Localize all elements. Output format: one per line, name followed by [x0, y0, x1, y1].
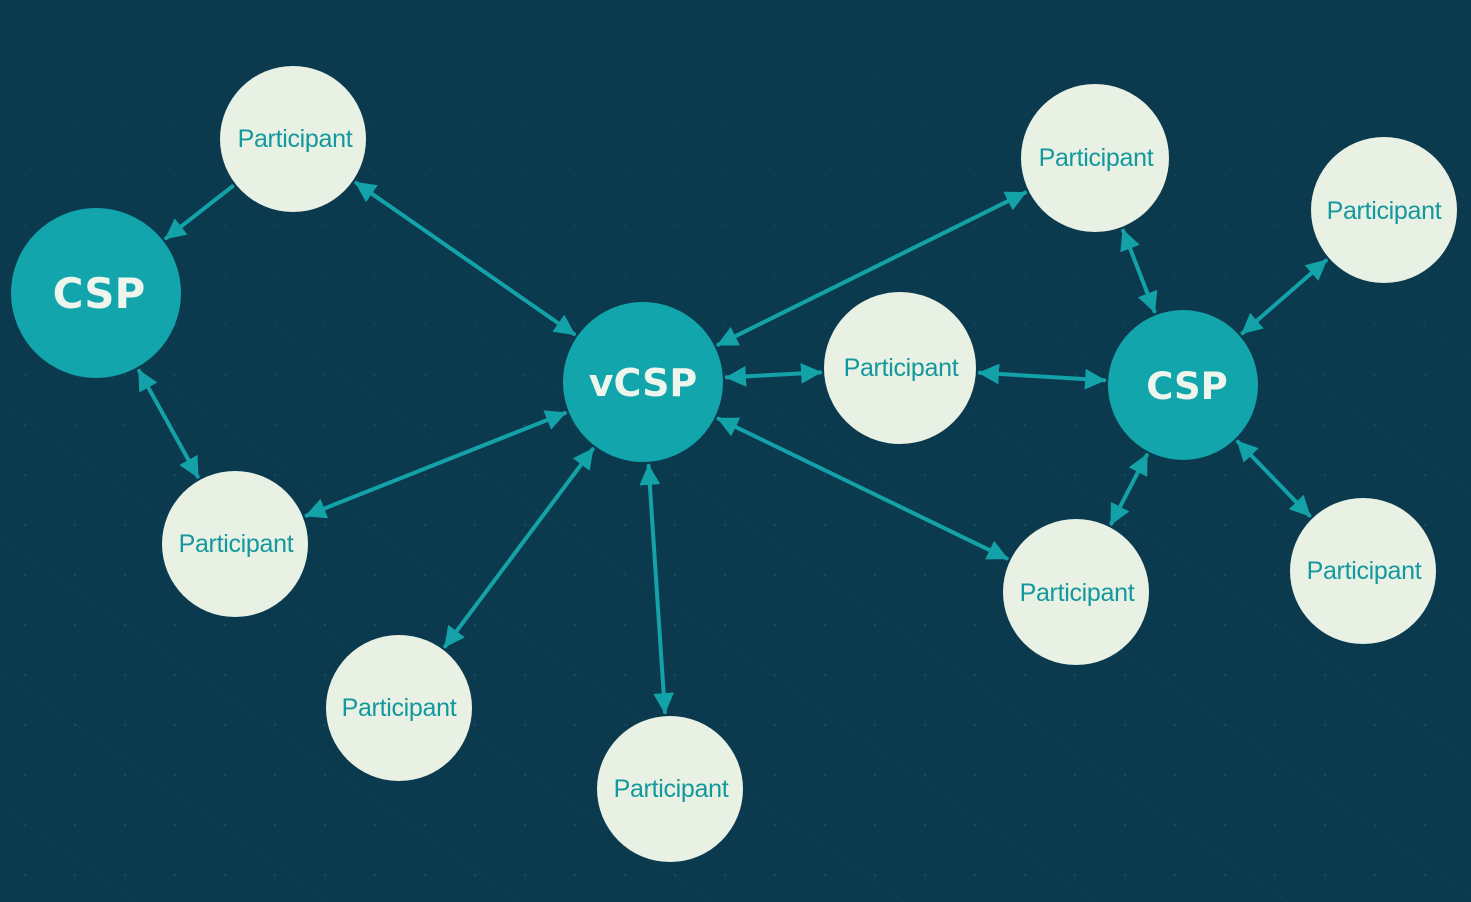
nodes: CSP vCSP CSP Participant Participant Par…: [11, 66, 1457, 862]
participant-top-right-node[interactable]: Participant: [1021, 84, 1169, 232]
edge-vcsp-to-participant-lower-right: [716, 416, 1009, 561]
participant-bottom-center-circle: [597, 716, 743, 862]
participant-far-right-circle: [1311, 137, 1457, 283]
edge-vcsp-to-participant-center: [724, 363, 823, 387]
participant-mid-left-label: Participant: [179, 530, 294, 558]
participant-top-right-label: Participant: [1039, 144, 1154, 172]
edge-participant-top-left-to-vcsp: [354, 180, 576, 337]
participant-bottom-right-label: Participant: [1307, 557, 1422, 585]
vcsp-node[interactable]: vCSP: [563, 302, 723, 462]
participant-bottom-center-label: Participant: [614, 775, 729, 803]
csp-left-circle: [11, 208, 181, 378]
participant-far-right-node[interactable]: Participant: [1311, 137, 1457, 283]
participant-center-circle: [824, 292, 976, 444]
participant-far-right-label: Participant: [1327, 197, 1442, 225]
participant-lower-right-node[interactable]: Participant: [1003, 519, 1149, 665]
participant-center-label: Participant: [844, 354, 959, 382]
csp-left-label: CSP: [53, 269, 146, 318]
edge-participant-top-right-to-csp-right: [1120, 228, 1158, 314]
participant-lower-right-circle: [1003, 519, 1149, 665]
edge-csp-right-to-participant-lower-right: [1109, 453, 1149, 526]
participant-bottom-left-circle: [326, 635, 472, 781]
edge-participant-bottom-center-to-vcsp: [639, 463, 675, 715]
participant-top-left-node[interactable]: Participant: [220, 66, 366, 212]
participant-bottom-left-node[interactable]: Participant: [326, 635, 472, 781]
participant-mid-left-node[interactable]: Participant: [162, 471, 308, 617]
participant-bottom-center-node[interactable]: Participant: [597, 716, 743, 862]
csp-left-node[interactable]: CSP: [11, 208, 181, 378]
csp-right-label: CSP: [1146, 365, 1228, 408]
csp-right-node[interactable]: CSP: [1108, 310, 1258, 460]
edge-participant-center-to-csp-right: [977, 363, 1107, 390]
connections: [137, 180, 1328, 715]
edge-csp-left-to-participant-mid-left: [137, 368, 200, 479]
csp-right-circle: [1108, 310, 1258, 460]
participant-top-left-label: Participant: [238, 125, 353, 153]
participant-mid-left-circle: [162, 471, 308, 617]
edge-vcsp-to-participant-top-right: [716, 190, 1028, 347]
participant-top-left-circle: [220, 66, 366, 212]
participant-bottom-left-label: Participant: [342, 694, 457, 722]
participant-top-right-circle: [1021, 84, 1169, 232]
vcsp-label: vCSP: [589, 361, 698, 405]
edge-participant-far-right-to-csp-right: [1240, 258, 1328, 336]
participant-center-node[interactable]: Participant: [824, 292, 976, 444]
vcsp-circle: [563, 302, 723, 462]
participant-lower-right-label: Participant: [1020, 579, 1135, 607]
edge-participant-mid-left-to-vcsp: [304, 410, 567, 519]
edge-participant-top-left-to-csp-left: [164, 184, 235, 241]
edge-csp-right-to-participant-bottom-right: [1235, 439, 1312, 518]
edge-participant-bottom-left-to-vcsp: [443, 447, 595, 649]
participant-bottom-right-circle: [1290, 498, 1436, 644]
participant-bottom-right-node[interactable]: Participant: [1290, 498, 1436, 644]
